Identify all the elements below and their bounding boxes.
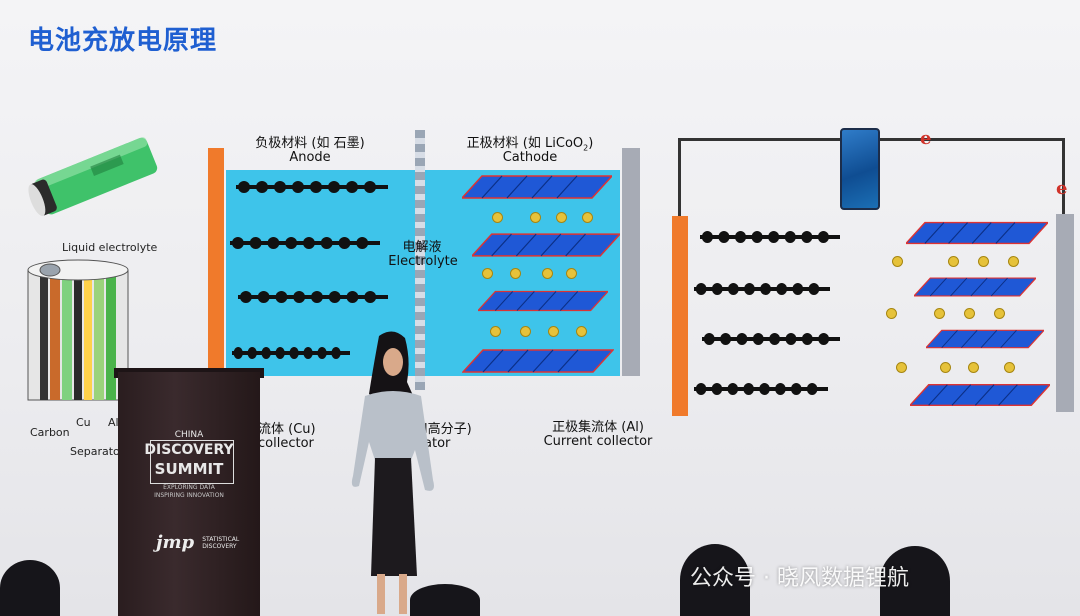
graphite-layer [694,380,828,398]
graphite-layer [700,228,840,246]
anode-en-label: Anode [289,150,331,165]
cathode-collector-en-label: Current collector [543,434,653,449]
anode-collector-cn-label: 流体 (Cu) [258,422,316,437]
lithium-ion [490,326,501,337]
cathode-lattice-layer [914,277,1036,297]
cathode-en-label: Cathode [502,150,558,165]
separator-membrane [415,130,425,390]
audience-head [680,544,750,616]
graphite-layer [236,178,388,196]
cathode-lattice-layer [462,175,612,199]
right-anode-copper-collector [672,216,688,416]
slide-title: 电池充放电原理 [28,26,218,56]
graphite-layer [694,280,830,298]
cathode-lattice-layer [926,329,1044,349]
cathode-lattice-layer [906,221,1048,245]
lithium-ion [994,308,1005,319]
electron-label-top: e [920,128,932,149]
smartphone-load-image [840,128,880,210]
lithium-ion [566,268,577,279]
podium-discovery-box [150,440,234,484]
lithium-ion [482,268,493,279]
lithium-ion [520,326,531,337]
lithium-ion [978,256,989,267]
lithium-ion [576,326,587,337]
battery-cell-image [28,137,158,217]
battery-cutaway-image [27,259,129,401]
audience-head [0,560,60,616]
cathode-lattice-layer [478,290,608,312]
lithium-ion [948,256,959,267]
watermark-text: 公众号 · 晓风数据锂航 [690,566,909,591]
lithium-ion [964,308,975,319]
al-label: Al [108,416,119,429]
lithium-ion [1004,362,1015,373]
circuit-wire-right [1062,138,1065,218]
lithium-ion [896,362,907,373]
anode-collector-en-label: collector [258,436,314,451]
lithium-ion [556,212,567,223]
lithium-ion [1008,256,1019,267]
electrolyte-cn-label: 电解液 [402,240,442,255]
anode-copper-collector [208,148,224,370]
cu-label: Cu [76,416,91,429]
podium-tagline-1: EXPLORING DATA [163,484,215,491]
right-cathode-aluminum-collector [1056,214,1074,412]
graphite-layer [238,288,388,306]
lithium-ion [968,362,979,373]
graphite-layer [230,234,380,252]
audience-head [880,546,950,616]
lithium-ion [548,326,559,337]
lithium-ion [530,212,541,223]
podium-discovery-text: DISCOVERY [144,442,234,458]
separator-cn-label: l高分子) [424,422,472,437]
lithium-ion [886,308,897,319]
carbon-label: Carbon [30,426,70,439]
lithium-ion [492,212,503,223]
graphite-layer [232,344,350,362]
cathode-lattice-layer [472,233,620,257]
cathode-lattice-layer [462,349,614,373]
cathode-collector-cn-label: 正极集流体 (Al) [552,420,644,435]
lithium-ion [542,268,553,279]
cathode-lattice-layer [910,384,1050,406]
podium-summit-text: SUMMIT [154,460,224,478]
lithium-ion [582,212,593,223]
anode-cn-label: 负极材料 (如 石墨) [255,136,365,151]
podium [118,372,260,616]
presenter-person [351,331,434,614]
audience-head [410,584,480,616]
separator-en-label: ator [424,436,451,451]
liquid-electrolyte-label: Liquid electrolyte [62,241,158,254]
cathode-aluminum-collector [622,148,640,376]
electrolyte-en-label: Electrolyte [388,254,458,269]
electron-label-right: e [1056,178,1068,199]
lithium-ion [940,362,951,373]
podium-tagline-2: INSPIRING INNOVATION [154,492,224,499]
circuit-wire-left [678,138,681,218]
lithium-ion [510,268,521,279]
lithium-ion [934,308,945,319]
cathode-cn-label: 正极材料 (如 LiCoO2) [466,136,594,153]
graphite-layer [702,330,840,348]
separator-label: Separato [70,445,120,458]
lithium-ion [892,256,903,267]
podium-china-text: CHINA [174,430,204,440]
